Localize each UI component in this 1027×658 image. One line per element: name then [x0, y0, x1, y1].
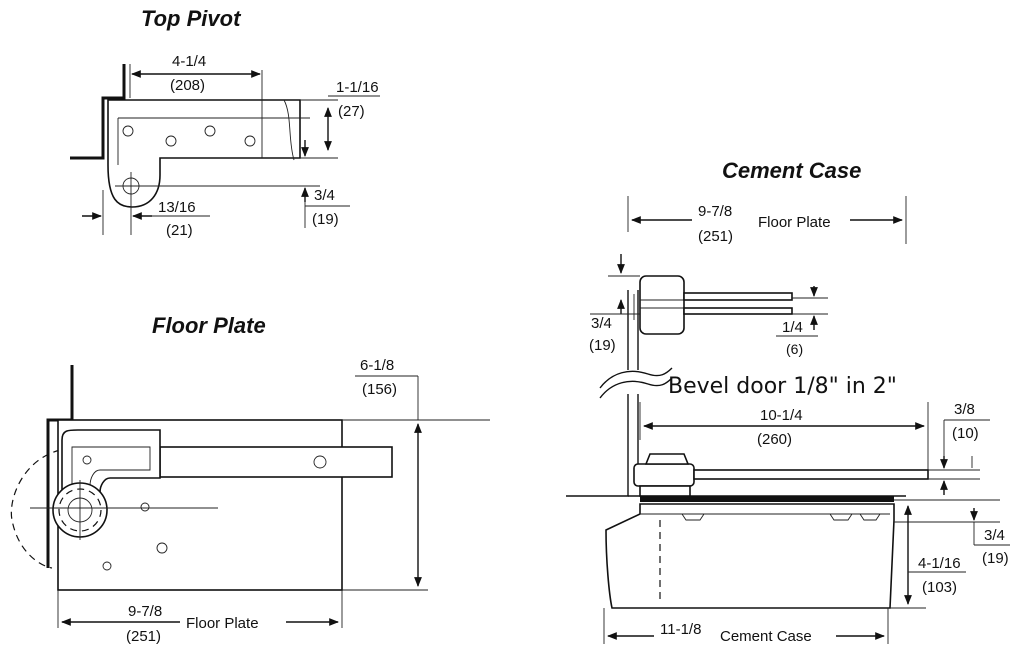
cement-case-len-in: 11-1/8	[660, 621, 701, 638]
top-pivot-offset-in: 13/16	[158, 199, 196, 216]
floor-plate-length-in: 9-7/8	[128, 603, 162, 620]
cement-plate-t-mm: (19)	[982, 550, 1009, 567]
floor-plate-title: Floor Plate	[152, 313, 266, 338]
top-pivot-height-in: 1-1/16	[336, 79, 379, 96]
floor-plate-arm	[159, 446, 393, 478]
cement-spindle-block	[633, 463, 695, 487]
cement-arm-mm: (260)	[757, 431, 792, 448]
cement-gap-mm: (6)	[786, 341, 803, 357]
cement-case-h-mm: (103)	[922, 579, 957, 596]
cement-arm-in: 10-1/4	[760, 407, 803, 424]
cement-arm-h-in: 3/8	[954, 401, 975, 418]
floor-plate-width-in: 6-1/8	[360, 357, 394, 374]
top-pivot-width-mm: (208)	[170, 77, 205, 94]
floor-plate-width-mm: (156)	[362, 381, 397, 398]
cement-top-mm: (19)	[589, 337, 616, 354]
cement-case-body	[605, 503, 895, 609]
cement-floor-plate	[640, 496, 894, 502]
cement-plate-label: Floor Plate	[758, 214, 831, 231]
floor-plate-drawing: Floor Plate 6-1/8 (156)	[10, 313, 490, 645]
top-pivot-offset-mm: (21)	[166, 222, 193, 239]
top-pivot-width-in: 4-1/4	[172, 53, 206, 70]
cement-case-h-in: 4-1/16	[918, 555, 961, 572]
cement-plate-mm: (251)	[698, 228, 733, 245]
cement-plate-t-in: 3/4	[984, 527, 1005, 544]
cement-case-title: Cement Case	[722, 158, 861, 183]
cement-case-drawing: Cement Case 9-7/8 (251) Floor Plate 3/4 …	[566, 158, 1010, 645]
floor-plate-length-mm: (251)	[126, 628, 161, 645]
cement-gap-in: 1/4	[782, 319, 803, 336]
cement-plate-in: 9-7/8	[698, 203, 732, 220]
cement-top-in: 3/4	[591, 315, 612, 332]
floor-plate-length-label: Floor Plate	[186, 615, 259, 632]
top-pivot-height-mm: (27)	[338, 103, 365, 120]
cement-top-pivot	[639, 275, 685, 335]
cement-case-len-label: Cement Case	[720, 628, 812, 645]
cement-arm-h-mm: (10)	[952, 425, 979, 442]
top-pivot-drawing: Top Pivot 4-1/4 (208) 1-1/16 (27)	[70, 6, 380, 239]
top-pivot-depth-in: 3/4	[314, 187, 335, 204]
top-pivot-frame	[70, 64, 126, 160]
top-pivot-arm	[107, 99, 301, 208]
bevel-door-note: Bevel door 1/8" in 2"	[668, 374, 897, 399]
top-pivot-title: Top Pivot	[141, 6, 242, 31]
top-pivot-depth-mm: (19)	[312, 211, 339, 228]
